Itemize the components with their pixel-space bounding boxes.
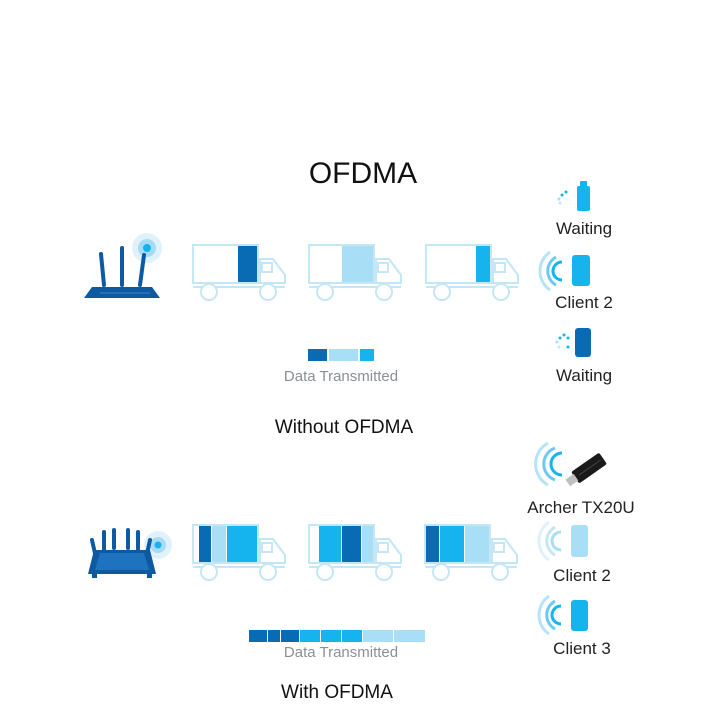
caption-with-ofdma: With OFDMA (281, 682, 393, 703)
router-icon (88, 528, 172, 578)
client-label: Archer TX20U (527, 498, 635, 517)
usb-adapter-icon (534, 441, 607, 487)
client-label: Client 3 (553, 639, 611, 658)
client-label: Waiting (555, 219, 613, 238)
truck-3-bottom (424, 524, 518, 581)
truck-3-top (425, 244, 519, 301)
truck-1-bottom (192, 524, 286, 581)
truck-2-bottom (308, 524, 402, 581)
client-label: Client 2 (553, 566, 611, 585)
truck-1-top (192, 244, 286, 301)
data-transmitted-bar-top (308, 349, 374, 361)
legend-label: Data Transmitted (283, 644, 399, 661)
client-label: Client 2 (555, 293, 613, 312)
diagram-title: OFDMA (308, 157, 418, 190)
phone-signal-icon (537, 520, 588, 562)
phone-waiting-icon (557, 181, 590, 211)
router-icon (84, 233, 162, 298)
phone-waiting-icon (555, 328, 591, 357)
data-transmitted-bar-bottom (249, 630, 425, 642)
phone-signal-icon (538, 250, 590, 292)
caption-without-ofdma: Without OFDMA (274, 417, 414, 438)
client-label: Waiting (555, 366, 613, 385)
legend-label: Data Transmitted (283, 368, 399, 385)
truck-2-top (308, 244, 402, 301)
phone-signal-icon (537, 594, 588, 636)
